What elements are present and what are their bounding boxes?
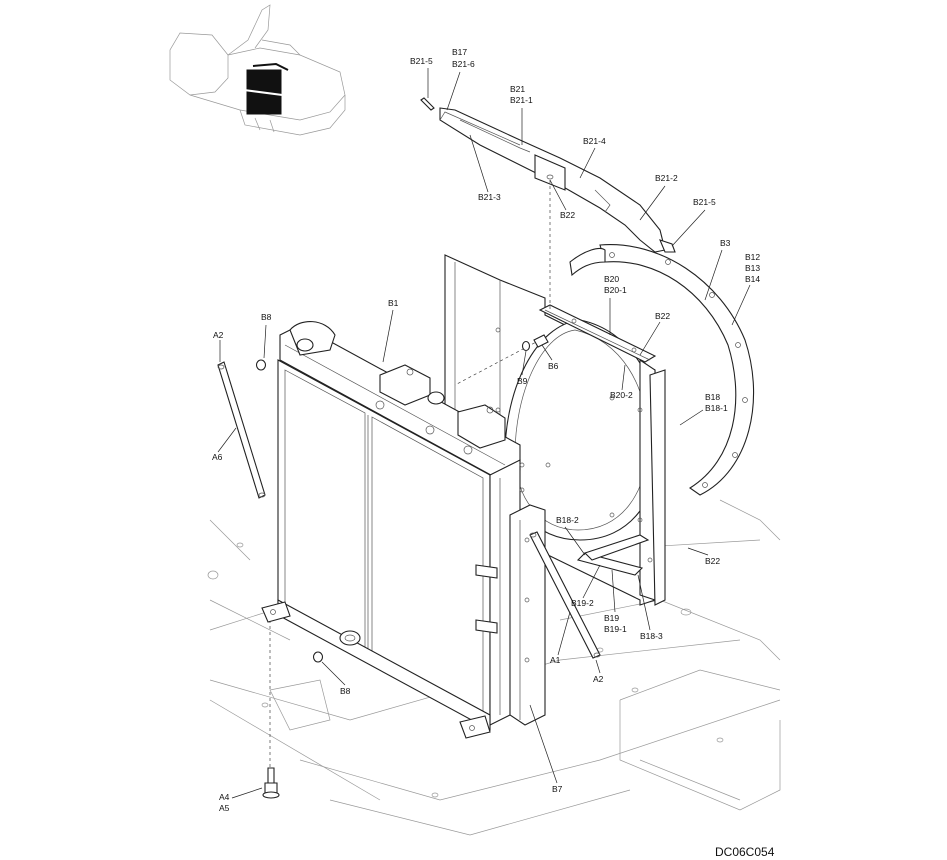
label-b18-1: B18-1 [705,403,728,413]
label-b17: B17 [452,47,467,57]
label-b18: B18 [705,392,720,402]
label-b8-top: B8 [261,312,272,322]
o-ring-b8-top [255,359,267,371]
label-b21: B21 [510,84,525,94]
label-b21-5-top: B21-5 [410,56,433,66]
label-b7: B7 [552,784,563,794]
label-b13: B13 [745,263,760,273]
label-b21-1: B21-1 [510,95,533,105]
label-b20-1: B20-1 [604,285,627,295]
top-cover-b21 [439,107,666,253]
label-b21-2: B21-2 [655,173,678,183]
side-panel-b7 [509,504,546,726]
label-b6: B6 [548,361,559,371]
label-b21-6: B21-6 [452,59,475,69]
label-b20-2: B20-2 [610,390,633,400]
label-b21-5-right: B21-5 [693,197,716,207]
pin-b21-5-top [420,97,435,111]
stay-rod-a1 [529,531,601,659]
label-b3: B3 [720,238,731,248]
plug-b6 [533,334,549,348]
clip-b21-5-right [659,239,676,253]
label-b19-2: B19-2 [571,598,594,608]
label-a5: A5 [219,803,230,813]
label-b22-top: B22 [560,210,575,220]
label-b21-4: B21-4 [583,136,606,146]
label-b8-bottom: B8 [340,686,351,696]
label-a6: A6 [212,452,223,462]
label-b20: B20 [604,274,619,284]
label-a1: A1 [550,655,561,665]
label-b22-mid: B22 [655,311,670,321]
label-b21-3: B21-3 [478,192,501,202]
label-a2-left: A2 [213,330,224,340]
bolt-a4-a5 [262,767,280,799]
leader-lines [217,68,751,799]
label-a4: A4 [219,792,230,802]
label-b19-1: B19-1 [604,624,627,634]
o-ring-b8-bottom [312,651,324,663]
label-b1: B1 [388,298,399,308]
label-b12: B12 [745,252,760,262]
drawing-code: DC06C054 [715,845,775,859]
alignment-lines [269,180,551,770]
seal-strip-b19 [576,534,650,576]
label-b18-2: B18-2 [556,515,579,525]
part-labels: B21-5 B17 B21-6 B21 B21-1 B21-4 B21-3 B2… [212,47,760,813]
label-b14: B14 [745,274,760,284]
fan-shroud-ring [569,244,755,496]
machine-locator-thumbnail [169,4,346,136]
radiator-assembly [261,321,525,739]
label-b22-bottom: B22 [705,556,720,566]
stay-rod-a6 [217,361,266,499]
label-a2-right: A2 [593,674,604,684]
label-b9: B9 [517,376,528,386]
o-ring-b9 [521,340,531,352]
label-b19: B19 [604,613,619,623]
label-b18-3: B18-3 [640,631,663,641]
seal-strip-b20 [538,304,657,363]
